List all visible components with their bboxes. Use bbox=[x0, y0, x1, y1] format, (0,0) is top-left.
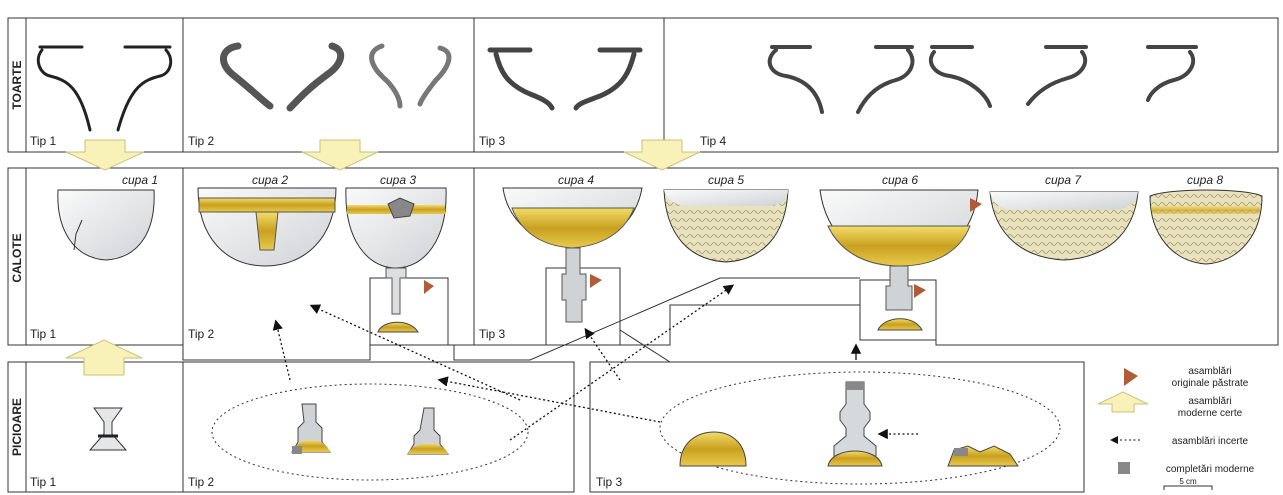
legend-original-line2: originale păstrate bbox=[1172, 378, 1249, 389]
picioare-label-cell bbox=[7, 361, 27, 493]
modern-completion bbox=[292, 446, 302, 454]
calote-label: CALOTE bbox=[10, 233, 24, 282]
picioare-frame-right bbox=[589, 361, 1085, 493]
cupa-3-stem bbox=[385, 267, 407, 315]
uncertain-arrow bbox=[272, 319, 291, 381]
toarte-label: TOARTE bbox=[10, 60, 24, 109]
toarte-tip-4: Tip 4 bbox=[700, 134, 727, 148]
picioare-tip-2: Tip 2 bbox=[188, 475, 215, 489]
foot-tip1 bbox=[88, 407, 128, 451]
picioare-tip-1: Tip 1 bbox=[30, 475, 57, 489]
cupa-8-band bbox=[1152, 206, 1260, 214]
cup-label-4: cupa 4 bbox=[558, 173, 594, 187]
foot-tip3-b-base bbox=[827, 450, 883, 467]
uncertain-arrow bbox=[509, 284, 735, 441]
cups: cupa 1 cupa 2 cupa 3 cupa 4 cupa 5 cupa … bbox=[57, 173, 1263, 333]
toarte-label-cell bbox=[7, 17, 27, 153]
arrow-up-1 bbox=[65, 339, 143, 376]
connector-line bbox=[619, 329, 700, 363]
original-marker bbox=[970, 198, 982, 212]
scale-bar bbox=[1163, 485, 1213, 490]
toarte-tip-2: Tip 2 bbox=[188, 134, 215, 148]
legend-modern-line2: moderne certe bbox=[1178, 408, 1243, 419]
cupa4-foot-box bbox=[545, 267, 621, 345]
cup-label-6: cupa 6 bbox=[882, 173, 918, 187]
uncertain-arrow bbox=[437, 376, 661, 423]
cupa3-foot-box bbox=[369, 277, 449, 345]
picioare-row: PICIOARE Tip 1 Tip 2 Tip 3 bbox=[7, 361, 1085, 493]
cupa-4-stem bbox=[561, 247, 587, 323]
handle-tip1 bbox=[36, 45, 173, 132]
handles bbox=[36, 42, 1198, 132]
handle-tip4 bbox=[767, 45, 1198, 114]
modern-completion bbox=[846, 382, 864, 390]
legend-modern-line1: asamblări bbox=[1188, 396, 1231, 407]
cup-label-3: cupa 3 bbox=[380, 173, 416, 187]
cupa-6-stem bbox=[885, 265, 913, 311]
handle-tip3 bbox=[487, 47, 643, 111]
cup-label-2: cupa 2 bbox=[252, 173, 288, 187]
legend-modern-arrow bbox=[1097, 391, 1149, 413]
picioare-tip2-group bbox=[211, 383, 529, 481]
handle-tip2 bbox=[220, 42, 452, 112]
arrow-down-3 bbox=[623, 139, 701, 171]
foot-tip2-b-base bbox=[408, 443, 448, 454]
toarte-tip-3: Tip 3 bbox=[479, 134, 506, 148]
uncertain-arrow bbox=[584, 327, 621, 381]
cupa6-foot-box bbox=[859, 280, 937, 341]
picioare-tip-3: Tip 3 bbox=[596, 475, 623, 489]
cupa-2-strip bbox=[255, 211, 279, 251]
calote-row: CALOTE Tip 1 Tip 2 Tip 3 bbox=[7, 167, 1279, 361]
modern-arrows bbox=[65, 139, 701, 376]
cupa-5-rim bbox=[664, 190, 788, 206]
picioare-frame-left bbox=[7, 361, 575, 493]
cupa-4-gilding bbox=[511, 207, 635, 249]
uncertain-arrows bbox=[272, 284, 918, 441]
cupa-1-crack bbox=[73, 219, 83, 251]
cupa-6-foot bbox=[877, 318, 923, 331]
cupa-2-band bbox=[198, 197, 336, 213]
uncertain-arrow bbox=[309, 304, 521, 401]
connector-line bbox=[453, 277, 860, 361]
scale-label: 5 cm bbox=[1179, 477, 1197, 486]
calote-tip-2: Tip 2 bbox=[188, 327, 215, 341]
foot-tip3-a bbox=[679, 431, 747, 467]
cupa-6-gilding bbox=[827, 225, 971, 267]
picioare-tip3-group bbox=[659, 371, 1061, 485]
toarte-frame bbox=[7, 17, 1279, 153]
modern-completion bbox=[954, 448, 968, 456]
cupa-7-rim bbox=[990, 192, 1138, 210]
calote-label-cell bbox=[7, 167, 27, 346]
cupa-3-foot bbox=[377, 321, 419, 333]
picioare-label: PICIOARE bbox=[10, 398, 24, 456]
original-marker bbox=[914, 284, 926, 298]
legend-original-line1: asamblări bbox=[1188, 366, 1231, 377]
cup-label-8: cupa 8 bbox=[1187, 173, 1223, 187]
cup-label-1: cupa 1 bbox=[122, 173, 158, 187]
original-marker bbox=[590, 274, 602, 288]
cupa-8 bbox=[1149, 189, 1263, 265]
arrow-down-1 bbox=[65, 139, 145, 171]
original-marker bbox=[424, 280, 434, 294]
cup-label-5: cupa 5 bbox=[708, 173, 744, 187]
feet bbox=[88, 371, 1061, 485]
legend-uncertain: asamblări incerte bbox=[1172, 436, 1249, 447]
cupa-1 bbox=[57, 189, 155, 261]
toarte-row: TOARTE Tip 1 Tip 2 Tip 3 Tip 4 bbox=[7, 17, 1279, 153]
cupa-3-modern-patch bbox=[387, 197, 415, 219]
toarte-tip-1: Tip 1 bbox=[30, 134, 57, 148]
legend-completion-swatch bbox=[1118, 462, 1130, 474]
cup-label-7: cupa 7 bbox=[1045, 173, 1082, 187]
legend-original-marker bbox=[1124, 368, 1138, 386]
calote-tip-1: Tip 1 bbox=[30, 327, 57, 341]
arrow-down-2 bbox=[301, 139, 379, 171]
legend-completion: completări moderne bbox=[1166, 464, 1255, 475]
legend: asamblări originale păstrate asamblări m… bbox=[1097, 366, 1255, 490]
calote-frame bbox=[7, 167, 1279, 361]
calote-tip-3: Tip 3 bbox=[479, 327, 506, 341]
cupa-5 bbox=[663, 189, 789, 263]
